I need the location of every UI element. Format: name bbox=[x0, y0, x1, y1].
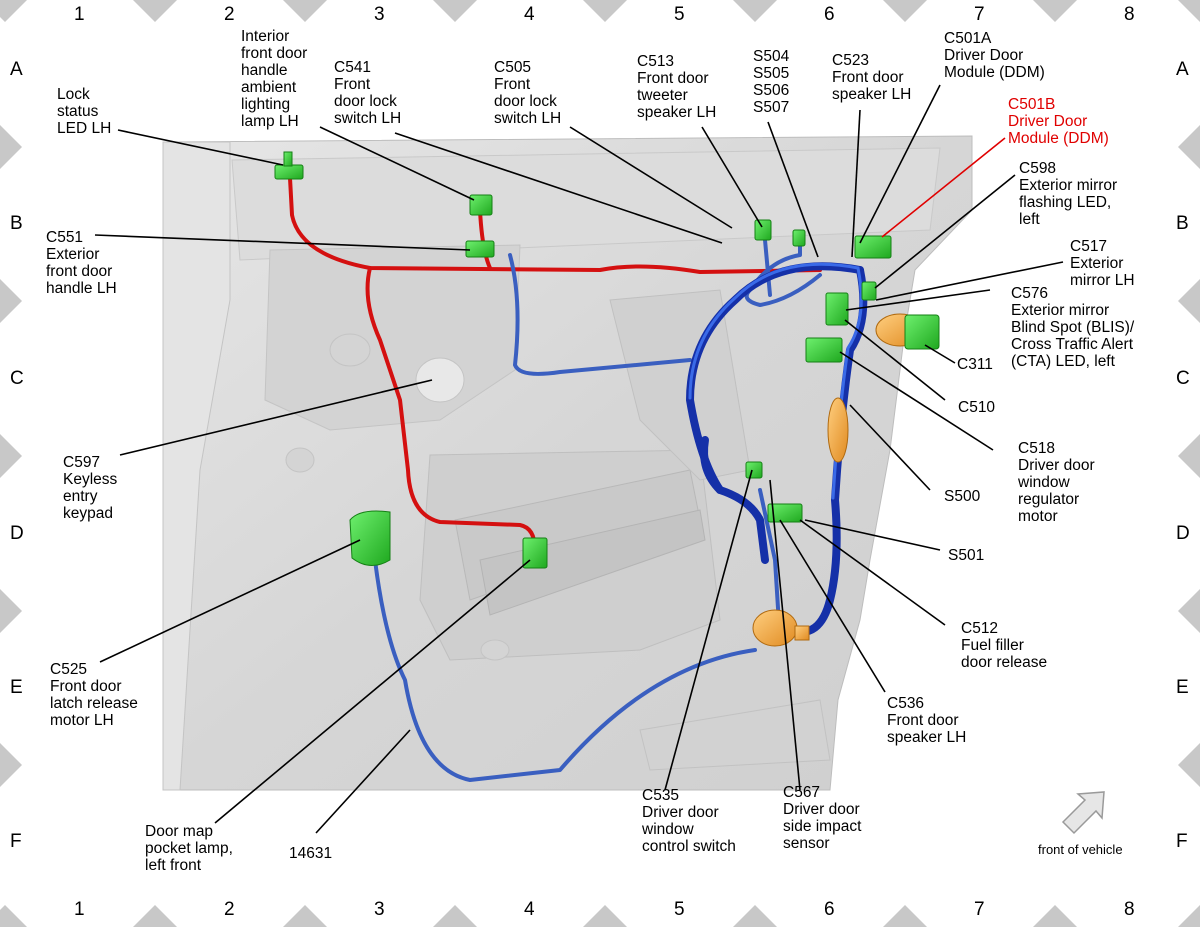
grid-column-bottom-3: 3 bbox=[374, 899, 385, 920]
border-marker-top bbox=[133, 0, 177, 22]
grid-row-left-C: C bbox=[10, 368, 24, 389]
grid-row-left-D: D bbox=[10, 523, 24, 544]
grid-column-top-2: 2 bbox=[224, 4, 235, 25]
border-marker-bottom bbox=[283, 905, 327, 927]
label-s500: S500 bbox=[944, 488, 981, 505]
grid-column-top-3: 3 bbox=[374, 4, 385, 25]
label-lock-status-led: Lock status LED LH bbox=[57, 86, 112, 137]
border-marker-bottom bbox=[1033, 905, 1077, 927]
grid-column-top-1: 1 bbox=[74, 4, 85, 25]
border-marker-left bbox=[0, 279, 22, 323]
front-of-vehicle-arrow-icon bbox=[1061, 791, 1105, 835]
grid-row-right-F: F bbox=[1176, 831, 1188, 852]
label-s504-s507: S504 S505 S506 S507 bbox=[753, 48, 790, 116]
grid-column-top-5: 5 bbox=[674, 4, 685, 25]
label-c536: C536 Front door speaker LH bbox=[887, 695, 967, 746]
border-marker-left bbox=[0, 434, 22, 478]
label-c551: C551 Exterior front door handle LH bbox=[46, 229, 117, 297]
label-c523: C523 Front door speaker LH bbox=[832, 52, 912, 103]
border-marker-bottom bbox=[0, 905, 27, 927]
grid-column-bottom-5: 5 bbox=[674, 899, 685, 920]
grid-row-left-E: E bbox=[10, 677, 23, 698]
grid-column-top-7: 7 bbox=[974, 4, 985, 25]
border-marker-right bbox=[1178, 434, 1200, 478]
grid-row-right-D: D bbox=[1176, 523, 1190, 544]
grid-row-right-C: C bbox=[1176, 368, 1190, 389]
grid-column-top-4: 4 bbox=[524, 4, 535, 25]
border-marker-left bbox=[0, 743, 22, 787]
label-interior-handle-lamp: Interior front door handle ambient light… bbox=[241, 28, 308, 130]
grid-row-left-F: F bbox=[10, 831, 22, 852]
grid-column-bottom-2: 2 bbox=[224, 899, 235, 920]
border-marker-left bbox=[0, 589, 22, 633]
label-14631: 14631 bbox=[289, 845, 333, 862]
border-marker-top bbox=[1178, 0, 1200, 22]
label-front-of-vehicle: front of vehicle bbox=[1038, 842, 1123, 857]
grid-column-bottom-1: 1 bbox=[74, 899, 85, 920]
border-marker-top bbox=[0, 0, 27, 22]
grid-row-right-A: A bbox=[1176, 59, 1189, 80]
grid-column-top-8: 8 bbox=[1124, 4, 1135, 25]
label-c567: C567 Driver door side impact sensor bbox=[783, 784, 862, 852]
grid-row-left-A: A bbox=[10, 59, 23, 80]
border-marker-bottom bbox=[1178, 905, 1200, 927]
leader-lines bbox=[94, 84, 1064, 834]
label-c517: C517 Exterior mirror LH bbox=[1070, 238, 1135, 289]
label-c541: C541 Front door lock switch LH bbox=[334, 59, 402, 127]
border-marker-right bbox=[1178, 279, 1200, 323]
label-c518: C518 Driver door window regulator motor bbox=[1018, 440, 1095, 525]
border-marker-bottom bbox=[733, 905, 777, 927]
label-c512: C512 Fuel filler door release bbox=[961, 620, 1048, 671]
border-marker-bottom bbox=[883, 905, 927, 927]
green-connectors bbox=[274, 151, 940, 569]
label-door-map-lamp: Door map pocket lamp, left front bbox=[145, 823, 233, 874]
grid-column-bottom-8: 8 bbox=[1124, 899, 1135, 920]
label-c505: C505 Front door lock switch LH bbox=[494, 59, 562, 127]
grid-row-right-E: E bbox=[1176, 677, 1189, 698]
border-marker-bottom bbox=[583, 905, 627, 927]
label-c576: C576 Exterior mirror Blind Spot (BLIS)/ … bbox=[1011, 285, 1135, 370]
border-marker-left bbox=[0, 125, 22, 169]
label-c513: C513 Front door tweeter speaker LH bbox=[637, 53, 717, 121]
label-s501: S501 bbox=[948, 547, 985, 564]
door-panel bbox=[162, 135, 973, 791]
grid-column-bottom-6: 6 bbox=[824, 899, 835, 920]
grid-column-top-6: 6 bbox=[824, 4, 835, 25]
label-c597: C597 Keyless entry keypad bbox=[63, 454, 118, 522]
grid-column-bottom-4: 4 bbox=[524, 899, 535, 920]
border-marker-top bbox=[433, 0, 477, 22]
label-c311: C311 bbox=[957, 356, 993, 373]
border-marker-right bbox=[1178, 743, 1200, 787]
border-marker-bottom bbox=[433, 905, 477, 927]
border-marker-top bbox=[283, 0, 327, 22]
label-c535: C535 Driver door window control switch bbox=[642, 787, 736, 855]
label-c525: C525 Front door latch release motor LH bbox=[50, 661, 138, 729]
border-marker-right bbox=[1178, 125, 1200, 169]
label-c501b: C501B Driver Door Module (DDM) bbox=[1008, 96, 1109, 147]
border-marker-top bbox=[1033, 0, 1077, 22]
border-marker-right bbox=[1178, 589, 1200, 633]
grid-row-left-B: B bbox=[10, 213, 23, 234]
label-c501a: C501A Driver Door Module (DDM) bbox=[944, 30, 1045, 81]
border-marker-top bbox=[883, 0, 927, 22]
border-marker-top bbox=[733, 0, 777, 22]
border-marker-top bbox=[583, 0, 627, 22]
grid-row-right-B: B bbox=[1176, 213, 1189, 234]
grid-column-bottom-7: 7 bbox=[974, 899, 985, 920]
border-marker-bottom bbox=[133, 905, 177, 927]
label-c510: C510 bbox=[958, 399, 996, 416]
label-c598: C598 Exterior mirror flashing LED, left bbox=[1019, 160, 1118, 228]
